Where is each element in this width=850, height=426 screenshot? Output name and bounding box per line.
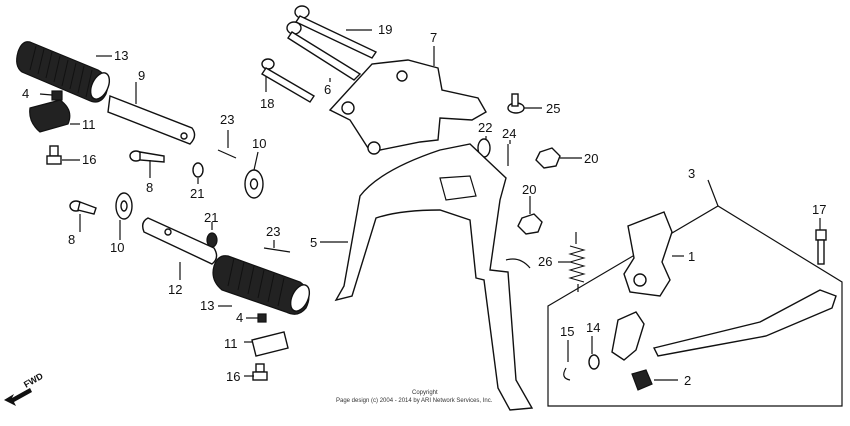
clip-4-top: [51, 90, 63, 101]
bolt-6: [286, 21, 362, 81]
bolt-16-top: [46, 145, 62, 165]
forward-arrow: FWD: [4, 371, 45, 406]
bracket-11-top: [29, 99, 71, 133]
callout-14: 14: [586, 320, 600, 335]
main-stand-5: [334, 143, 534, 411]
callout-9: 9: [138, 68, 145, 83]
footpeg-rubber-top: [16, 41, 111, 103]
callout-6: 6: [324, 82, 331, 97]
callout-1: 1: [688, 249, 695, 264]
callout-23-top: 23: [220, 112, 234, 127]
callout-10-mid: 10: [252, 136, 266, 151]
pin-8-left: [69, 200, 97, 215]
callout-21-top: 21: [190, 186, 204, 201]
bolt-17: [815, 229, 827, 265]
callout-20-top: 20: [584, 151, 598, 166]
copyright-line1: Copyright: [412, 390, 438, 396]
callout-8-top: 8: [146, 180, 153, 195]
callout-16-top: 16: [82, 152, 96, 167]
callout-7: 7: [430, 30, 437, 45]
leader-lines: [39, 29, 821, 381]
callout-19: 19: [378, 22, 392, 37]
clip-15: [563, 367, 571, 381]
washer-21-top: [192, 162, 204, 178]
spring-26: [568, 232, 586, 292]
callout-18: 18: [260, 96, 274, 111]
callout-26: 26: [538, 254, 552, 269]
callout-17: 17: [812, 202, 826, 217]
callout-11-bottom: 11: [224, 336, 238, 351]
callout-12: 12: [168, 282, 182, 297]
fwd-label: FWD: [22, 371, 45, 390]
callout-4-bottom: 4: [236, 310, 243, 325]
bracket-11-bottom: [251, 331, 289, 357]
nut-20-mid: [517, 213, 543, 235]
cotter-pin-23-bottom: [263, 247, 291, 253]
pin-8-top: [129, 150, 165, 163]
callout-24: 24: [502, 126, 516, 141]
callout-13-top: 13: [114, 48, 128, 63]
bracket-14: [611, 311, 645, 361]
callout-16-bottom: 16: [226, 369, 240, 384]
nut-20-top: [535, 147, 561, 169]
clip-4-bottom: [257, 313, 267, 323]
callout-8-left: 8: [68, 232, 75, 247]
callout-15: 15: [560, 324, 574, 339]
callout-2: 2: [684, 373, 691, 388]
stand-pedal: [652, 289, 837, 357]
callout-13-bottom: 13: [200, 298, 214, 313]
callout-21-bottom: 21: [204, 210, 218, 225]
nut-2: [631, 369, 653, 391]
footpeg-rubber-bottom: [212, 255, 311, 315]
callout-10-left: 10: [110, 240, 124, 255]
washer-14: [588, 354, 600, 370]
callout-22: 22: [478, 120, 492, 135]
assembly-box-3: [547, 205, 843, 407]
bolt-16-bottom: [252, 363, 268, 381]
callout-25: 25: [546, 101, 560, 116]
callout-4-top: 4: [22, 86, 29, 101]
stand-arm-1: [623, 211, 673, 297]
copyright-line2: Page design (c) 2004 - 2014 by ARI Netwo…: [336, 398, 493, 404]
bolt-19: [294, 5, 378, 59]
bolt-18: [261, 58, 315, 103]
cotter-pin-23-top: [217, 149, 237, 159]
callout-3: 3: [688, 166, 695, 181]
callout-11-top: 11: [82, 117, 96, 132]
footpeg-arm-top: [107, 95, 196, 145]
callout-5: 5: [310, 235, 317, 250]
bolt-25: [507, 93, 525, 114]
fwd-arrow-icon: [4, 388, 32, 406]
footpeg-arm-12: [141, 217, 218, 265]
callout-23-bottom: 23: [266, 224, 280, 239]
callout-20-mid: 20: [522, 182, 536, 197]
